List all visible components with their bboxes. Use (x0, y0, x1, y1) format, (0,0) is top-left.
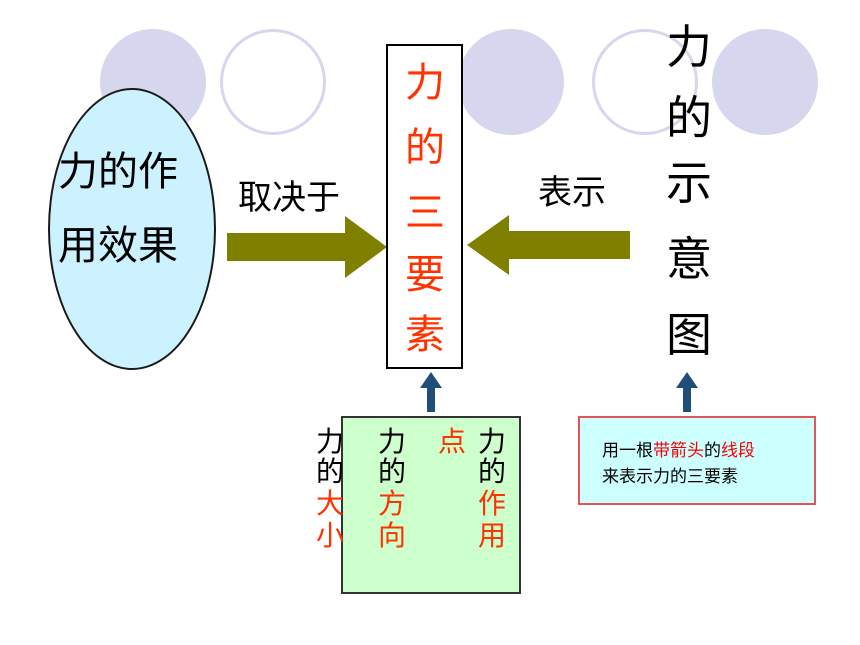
effect-ellipse (48, 88, 216, 370)
point-char-1: 力 (478, 425, 507, 458)
direction-char-2: 的 (378, 455, 407, 488)
center-char-1: 力 (405, 60, 445, 106)
decor-circle-2 (220, 29, 326, 135)
diagram-char-3: 示 (666, 156, 712, 210)
right-arrow-icon (227, 216, 387, 278)
decor-circle-5 (712, 29, 818, 135)
up-arrow-icon (420, 372, 442, 412)
diagram-char-5: 图 (666, 308, 712, 362)
direction-char-1: 力 (378, 425, 407, 458)
decor-circle-4 (592, 29, 698, 135)
note-part-4: 线段 (721, 441, 755, 461)
effect-line-1: 力的作 (58, 149, 178, 195)
effect-line-2: 用效果 (58, 223, 178, 269)
elements-box (341, 416, 521, 594)
center-char-2: 的 (405, 125, 445, 171)
arrow-right-label: 表示 (538, 173, 606, 213)
center-char-5: 素 (405, 312, 445, 358)
direction-char-4: 向 (378, 519, 407, 552)
magnitude-char-4: 小 (316, 519, 345, 552)
note-box: 用一根带箭头的线段 来表示力的三要素 (578, 416, 816, 505)
three-elements-box (386, 44, 463, 369)
note-line-1: 用一根带箭头的线段 (602, 438, 814, 464)
diagram-char-2: 的 (666, 91, 712, 145)
note-part-1: 用一根 (602, 441, 653, 461)
center-char-4: 要 (405, 252, 445, 298)
note-part-3: 的 (704, 441, 721, 461)
center-char-3: 三 (405, 190, 445, 236)
magnitude-char-3: 大 (316, 487, 345, 520)
point-char-3: 作 (478, 487, 507, 520)
arrow-left-label: 取决于 (238, 178, 340, 218)
direction-char-3: 方 (378, 487, 407, 520)
diagram-char-1: 力 (666, 20, 712, 74)
note-part-2: 带箭头 (653, 441, 704, 461)
point-char-2: 的 (478, 455, 507, 488)
magnitude-char-1: 力 (316, 425, 345, 458)
left-arrow-icon (467, 215, 630, 275)
note-line-2: 来表示力的三要素 (602, 467, 738, 487)
diagram-char-4: 意 (666, 232, 712, 286)
point-char-top: 点 (438, 425, 467, 458)
point-char-4: 用 (478, 519, 507, 552)
decor-circle-3 (458, 29, 564, 135)
up-arrow-icon (676, 372, 698, 412)
magnitude-char-2: 的 (316, 455, 345, 488)
